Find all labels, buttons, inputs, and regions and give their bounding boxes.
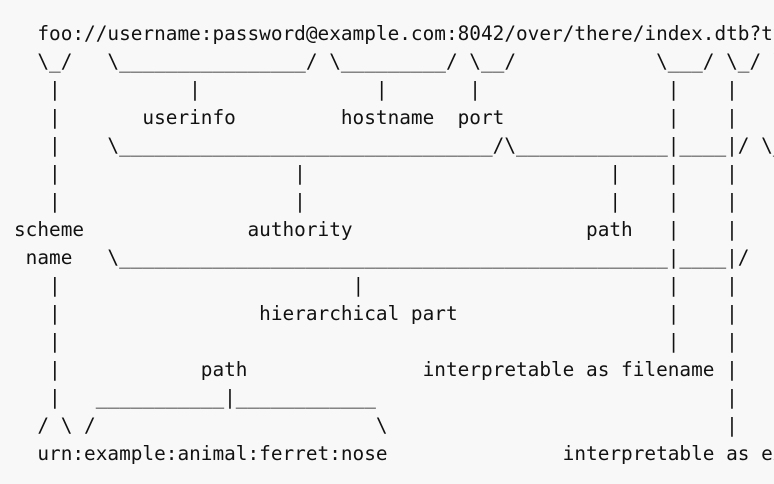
- diagram-line-authority-brace: | \________________________________/\___…: [49, 134, 774, 157]
- diagram-line-connectors: | | | | | | |: [49, 162, 738, 185]
- diagram-line-uri-example: foo://username:password@example.com:8042…: [37, 22, 774, 45]
- diagram-line-connectors: | | |: [14, 330, 738, 353]
- diagram-line-connectors: | | | | | |: [49, 274, 738, 297]
- diagram-line-connectors: | | | | | | | |: [49, 78, 738, 101]
- diagram-line-urn-example: urn:example:animal:ferret:nose interpret…: [37, 442, 774, 465]
- diagram-line-hierarchical-part: | hierarchical part | | interpretable as…: [49, 302, 738, 325]
- diagram-line-name-hierarchical-brace: name \__________________________________…: [25, 246, 750, 269]
- diagram-line-path-filename: | path interpretable as filename |: [14, 358, 738, 381]
- diagram-line-path-brace: | ___________|____________ |: [14, 386, 738, 409]
- diagram-line-connectors: | | | | | | |: [49, 190, 738, 213]
- diagram-line-scheme-authority-path: scheme authority path | | interpretable …: [14, 218, 738, 241]
- diagram-line-userinfo-hostname-port: | userinfo hostname port | | query fragm…: [49, 106, 738, 129]
- diagram-line-urn-slashes: / \ / \ |: [14, 414, 738, 437]
- diagram-line-underbraces: \_/ \________________/ \_________/ \__/ …: [37, 50, 774, 73]
